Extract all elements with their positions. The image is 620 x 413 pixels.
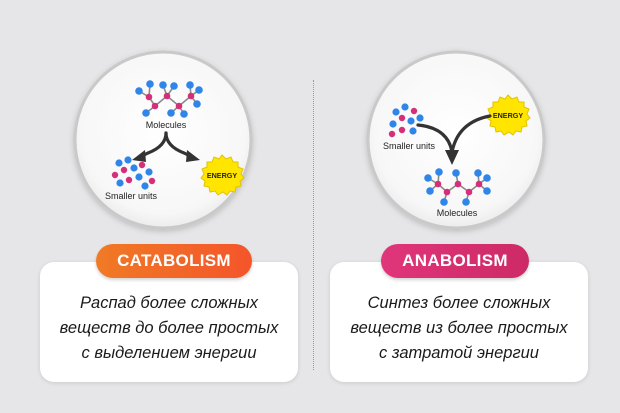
catabolism-description-line: веществ до более простых [59, 319, 279, 337]
catabolism-card [40, 262, 298, 382]
molecule-icon [424, 168, 491, 206]
energy-burst-icon [486, 94, 531, 136]
smaller-units-icon [388, 103, 424, 138]
energy-burst-icon [200, 154, 245, 196]
merge-arrow-icon [416, 114, 492, 165]
smaller-units-icon [111, 156, 156, 190]
catabolism-description: Распад более сложных веществ до более пр… [40, 291, 298, 366]
anabolism-smaller-units-label: Smaller units [383, 141, 436, 151]
catabolism-smaller-units-label: Smaller units [105, 191, 158, 201]
molecule-icon [135, 80, 203, 118]
anabolism-description: Синтез более сложных веществ из более пр… [330, 291, 588, 366]
catabolism-title-badge: CATABOLISM [96, 244, 252, 278]
catabolism-description-line: с выделением энергии [81, 344, 257, 362]
anabolism-energy-label: ENERGY [493, 111, 524, 120]
center-divider [313, 80, 314, 370]
catabolism-molecules-label: Molecules [146, 120, 187, 130]
split-arrow-icon [132, 131, 200, 162]
anabolism-description-line: веществ из более простых [350, 319, 568, 337]
catabolism-diagram: Molecules [73, 50, 253, 230]
anabolism-description-line: Синтез более сложных [367, 294, 551, 312]
catabolism-description-line: Распад более сложных [80, 294, 258, 312]
anabolism-card [330, 262, 588, 382]
catabolism-energy-label: ENERGY [207, 171, 238, 180]
anabolism-title-badge: ANABOLISM [381, 244, 529, 278]
anabolism-molecules-label: Molecules [437, 208, 478, 218]
anabolism-diagram: Smaller units ENERGY [366, 50, 546, 230]
anabolism-description-line: с затратой энергии [379, 344, 539, 362]
